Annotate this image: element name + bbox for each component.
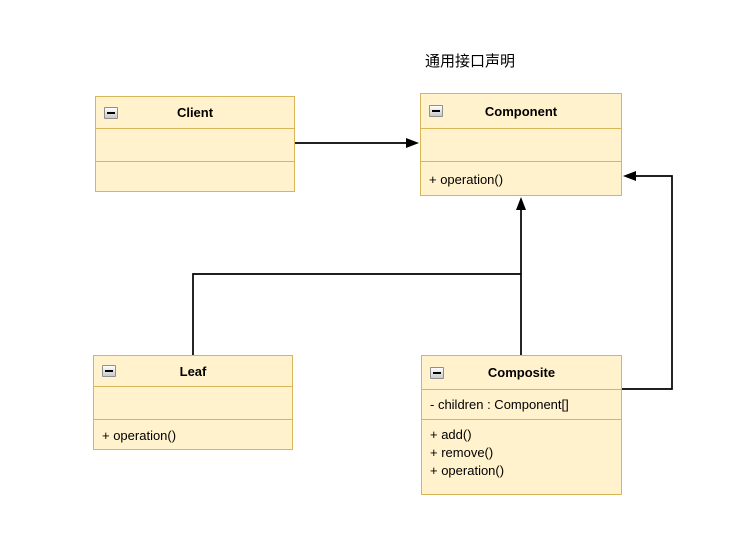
class-client-header: Client (96, 97, 294, 128)
class-title: Composite (487, 365, 556, 380)
edge-composite-to-component-association[interactable] (622, 171, 673, 390)
collapse-icon[interactable] (429, 105, 443, 117)
minus-glyph (107, 111, 115, 114)
class-leaf[interactable]: Leaf + operation() (93, 355, 293, 450)
class-leaf-methods: + operation() (94, 419, 292, 451)
method-label: + remove() (430, 445, 494, 460)
class-composite[interactable]: Composite - children : Component[] + add… (421, 355, 622, 495)
minus-glyph (105, 370, 113, 372)
minus-glyph (433, 371, 441, 374)
method-label: + operation() (102, 428, 177, 443)
class-composite-attributes: - children : Component[] (422, 389, 621, 419)
class-component-methods: + operation() (421, 161, 621, 197)
class-composite-header: Composite (422, 356, 621, 389)
class-component[interactable]: Component + operation() (420, 93, 622, 196)
class-client-methods (96, 161, 294, 193)
class-component-header: Component (421, 94, 621, 128)
edge-composite-to-component-generalization[interactable] (516, 197, 526, 355)
class-composite-methods: + add() + remove() + operation() (422, 419, 621, 496)
class-title: Leaf (179, 363, 207, 379)
class-client-attributes (96, 128, 294, 161)
class-component-attributes (421, 128, 621, 161)
class-leaf-attributes (94, 386, 292, 419)
method-label: + operation() (429, 172, 504, 187)
class-title: Client (176, 105, 214, 120)
minus-glyph (432, 110, 440, 112)
method-label: + operation() (430, 463, 505, 478)
class-leaf-header: Leaf (94, 356, 292, 386)
edge-leaf-to-component[interactable] (192, 273, 521, 355)
collapse-icon[interactable] (102, 365, 116, 377)
class-title: Component (484, 103, 558, 119)
attribute-label: - children : Component[] (430, 397, 569, 412)
class-client[interactable]: Client (95, 96, 295, 192)
edge-client-to-component[interactable] (295, 138, 419, 148)
collapse-icon[interactable] (430, 366, 444, 379)
collapse-icon[interactable] (104, 106, 118, 119)
method-label: + add() (430, 427, 472, 442)
annotation-label[interactable]: 通用接口声明 (425, 53, 516, 70)
